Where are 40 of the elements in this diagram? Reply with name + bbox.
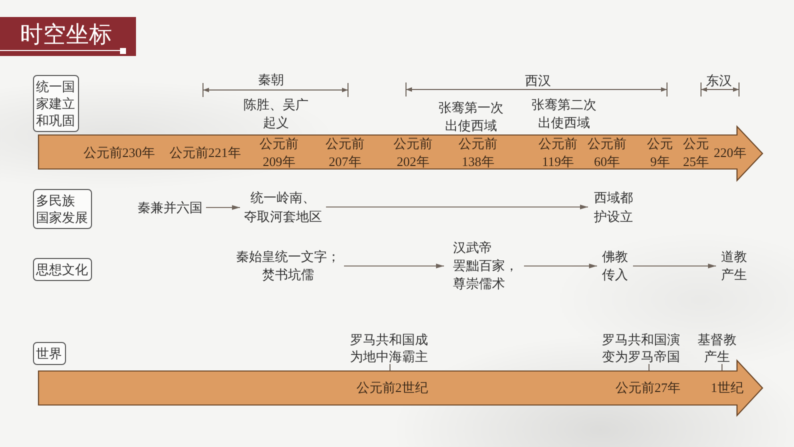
- event-label: 张骞第二次出使西域: [531, 96, 597, 132]
- arrow: [344, 264, 444, 268]
- event-label: 陈胜、吴广起义: [243, 96, 309, 132]
- event-label: 张骞第一次出使西域: [438, 99, 504, 135]
- event-text: 西域都护设立: [588, 188, 637, 226]
- category-box: 统一国家建立和巩固: [33, 75, 79, 132]
- date-label: 公元前221年: [169, 144, 241, 162]
- event-text: 汉武帝罢黜百家，尊崇儒术: [444, 239, 524, 293]
- date-label: 公元25年: [682, 135, 710, 171]
- period-label: 秦朝: [258, 73, 284, 87]
- date-label: 公元前209年: [259, 135, 299, 171]
- date-label: 1世纪: [710, 379, 744, 397]
- date-label: 公元前138年: [458, 135, 498, 171]
- category-box: 世界: [33, 342, 66, 365]
- date-label: 220年: [714, 144, 746, 162]
- date-label: 公元9年: [646, 135, 674, 171]
- date-label: 公元前119年: [538, 135, 578, 171]
- period-label: 西汉: [525, 74, 551, 88]
- category-box: 多民族国家发展: [33, 189, 92, 229]
- date-label: 公元前202年: [393, 135, 433, 171]
- arrow: [524, 264, 598, 268]
- event-label: 罗马共和国演变为罗马帝国: [601, 331, 681, 365]
- category-box: 思想文化: [33, 258, 92, 281]
- event-text: 道教产生: [716, 248, 752, 284]
- date-label: 公元前2世纪: [356, 379, 428, 397]
- arrow: [206, 205, 240, 210]
- event-text: 秦兼并六国: [134, 198, 206, 217]
- date-label: 公元前60年: [587, 135, 627, 171]
- date-label: 公元前27年: [616, 379, 680, 397]
- event-text: 统一岭南、夺取河套地区: [240, 188, 326, 226]
- event-label: 罗马共和国成为地中海霸主: [349, 331, 429, 365]
- event-label: 基督教产生: [697, 331, 737, 365]
- arrow: [632, 264, 716, 268]
- period-label: 东汉: [706, 74, 732, 88]
- event-text: 佛教传入: [597, 248, 633, 284]
- date-label: 公元前230年: [83, 144, 155, 162]
- title-banner: 时空坐标: [0, 17, 136, 56]
- event-text: 秦始皇统一文字；焚书坑儒: [232, 248, 344, 284]
- date-label: 公元前207年: [325, 135, 365, 171]
- arrow: [326, 204, 588, 210]
